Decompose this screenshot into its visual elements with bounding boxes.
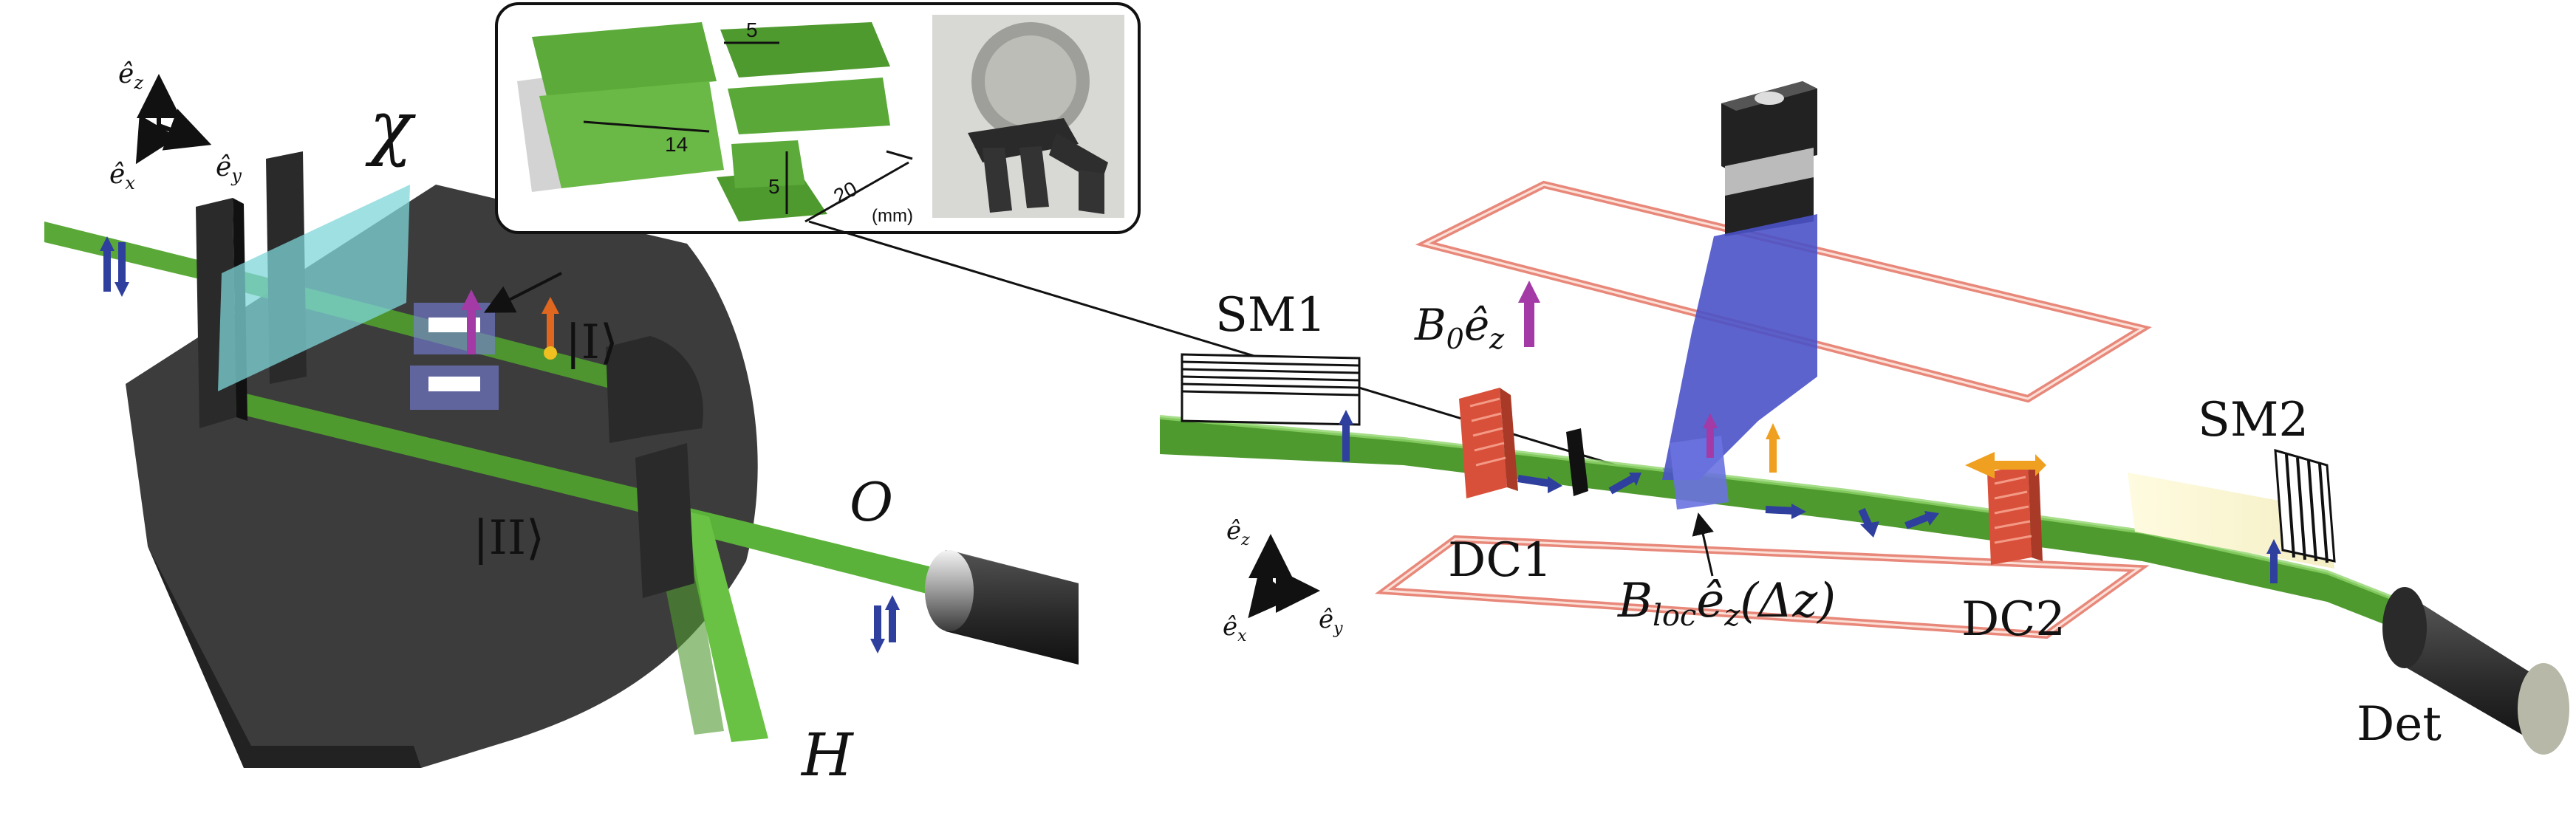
Bloc-pointer xyxy=(1692,512,1714,577)
dim-label-14: 14 xyxy=(665,133,688,156)
spin-flipper-DC1 xyxy=(1459,388,1518,498)
axes-left: êz êy êx xyxy=(109,59,242,193)
spin-arrows-right xyxy=(1339,410,2281,583)
label-B0-ez: B0êz xyxy=(1414,300,1505,355)
beam-plate xyxy=(1566,428,1588,496)
sample-inset: 5 14 5 20 (mm) xyxy=(495,2,1141,234)
label-O: O xyxy=(850,471,893,533)
detector-right xyxy=(2382,587,2569,755)
magnetic-arrow-B0 xyxy=(1518,281,1540,347)
sample-render xyxy=(517,22,890,222)
orange-arrow-sample xyxy=(1766,423,1780,473)
beam-path-II xyxy=(222,388,665,518)
label-DC1: DC1 xyxy=(1448,533,1552,588)
label-SM2: SM2 xyxy=(2198,393,2309,447)
label-path-I: |I⟩ xyxy=(565,315,618,370)
magnetic-arrow-sample xyxy=(1703,414,1718,458)
chi-phase-plate xyxy=(218,185,410,391)
detector-left xyxy=(925,550,1079,665)
supermirror-SM1 xyxy=(1181,353,1361,426)
orange-arrow-left xyxy=(541,297,559,360)
inset-pointer-left xyxy=(483,272,562,313)
stepper-motor-mount xyxy=(1662,81,1817,509)
dim-label-5-side: 5 xyxy=(768,175,780,198)
dim-unit: (mm) xyxy=(872,206,913,226)
orange-arrow-DC2 xyxy=(1965,452,2046,478)
dim-label-5-top: 5 xyxy=(746,18,758,41)
label-DC2: DC2 xyxy=(1961,592,2066,647)
axis-label-ex-left: êx xyxy=(109,159,135,193)
right-panel-setup: êz êy êx SM1 SM2 DC1 DC2 Det B0êz Blocêz… xyxy=(1159,81,2569,755)
label-chi: χ xyxy=(365,86,416,168)
beam-H xyxy=(680,509,768,742)
label-SM1: SM1 xyxy=(1215,288,1326,343)
supermirror-SM2 xyxy=(2128,448,2336,569)
axes-right: êz êy êx xyxy=(1223,516,1343,645)
axis-label-ey-left: êy xyxy=(216,152,242,186)
axis-label-ex-right: êx xyxy=(1223,612,1247,645)
label-path-II: |II⟩ xyxy=(473,511,544,566)
label-H: H xyxy=(800,721,855,789)
beam-O xyxy=(650,498,938,597)
axis-label-ez-left: êz xyxy=(118,59,143,93)
spin-arrows-incident xyxy=(100,236,129,297)
magnetic-arrow-left xyxy=(461,289,482,354)
crystal-slab-4 xyxy=(635,443,694,598)
incident-beam xyxy=(44,222,222,284)
sample-photo xyxy=(932,15,1124,218)
left-panel-interferometer: êz êy êx χ |I⟩ |II⟩ O H xyxy=(44,59,1079,789)
axis-label-ez-right: êz xyxy=(1226,516,1250,549)
axis-label-ey-right: êy xyxy=(1319,605,1343,638)
spin-flipper-DC2 xyxy=(1987,464,2043,565)
spin-arrows-output xyxy=(870,595,900,653)
crystal-slab-3 xyxy=(606,336,703,443)
label-Bloc-ez: Blocêz(Δz) xyxy=(1617,574,1836,633)
label-Det: Det xyxy=(2357,697,2442,752)
inset-pointer-right xyxy=(808,220,1681,490)
inset-dimensions xyxy=(583,41,913,223)
